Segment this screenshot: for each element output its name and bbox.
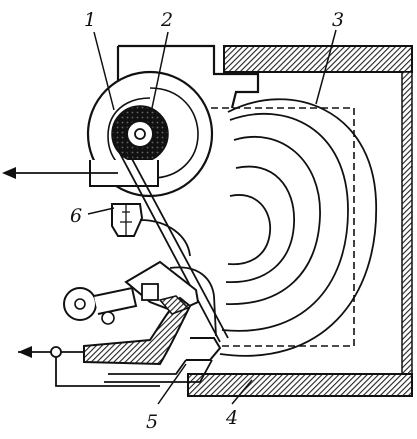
clamp-6	[111, 203, 144, 237]
contact-5-lead-2	[104, 359, 213, 383]
housing-outline	[118, 44, 260, 109]
label-4: 4	[225, 407, 238, 429]
label-1: 1	[84, 9, 96, 31]
contact-arm	[83, 296, 192, 366]
leader-lines	[87, 29, 337, 405]
shaft-inner	[134, 128, 146, 140]
lever-tip	[101, 311, 115, 325]
magnet-yoke-right	[401, 71, 413, 393]
dashed-boundary	[200, 107, 355, 347]
armature-screw	[141, 283, 159, 301]
clamp-6-detail	[120, 204, 132, 236]
contact-5	[186, 337, 222, 361]
magnet-yoke-top	[223, 45, 413, 73]
output-terminal	[50, 346, 62, 358]
label-6: 6	[70, 205, 82, 227]
label-5: 5	[146, 411, 158, 433]
clamp-6-bracket	[139, 219, 191, 257]
contact-5-lead	[108, 359, 187, 375]
output-arrow-icon	[18, 346, 32, 358]
field-lines	[219, 98, 377, 357]
lever-arm	[93, 286, 138, 315]
lever-hole	[74, 298, 86, 310]
input-arrow-icon	[2, 167, 16, 179]
label-3: 3	[332, 9, 344, 31]
label-2: 2	[160, 9, 173, 31]
linkage-rod	[115, 143, 229, 343]
magnet-yoke-bottom	[187, 373, 413, 397]
output-return-wire	[55, 357, 160, 387]
armature-spring	[169, 266, 217, 337]
contact-arm-hatch-strip	[158, 295, 190, 315]
